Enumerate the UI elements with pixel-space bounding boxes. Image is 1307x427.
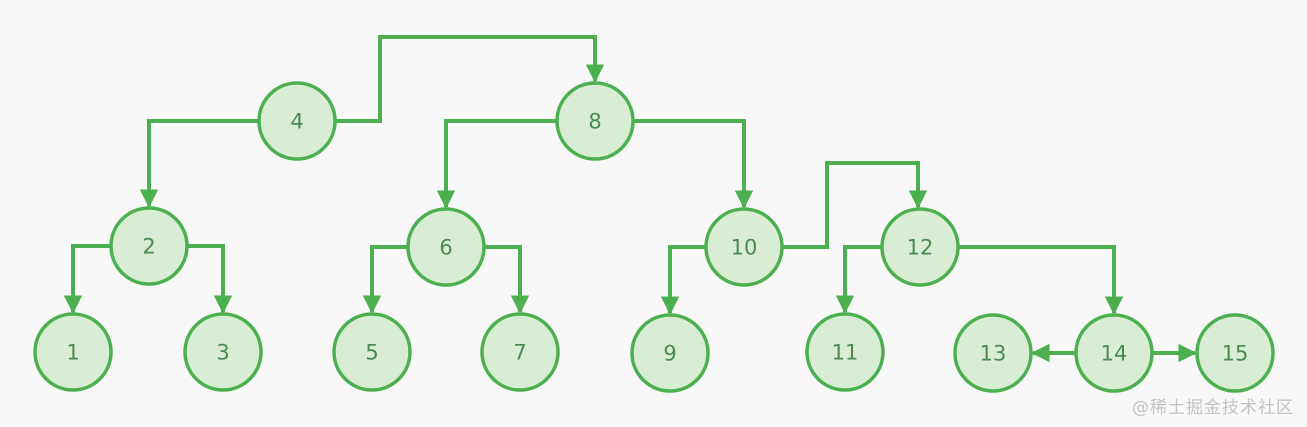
tree-node-circle — [953, 313, 1033, 393]
edge-2-3 — [187, 244, 233, 314]
tree-node-11: 11 — [805, 312, 885, 392]
edge-12-14 — [958, 245, 1124, 315]
tree-node-label: 11 — [832, 341, 859, 365]
edge-4-8 — [335, 35, 605, 123]
tree-node-label: 15 — [1222, 342, 1249, 366]
edge-6-5 — [362, 245, 408, 314]
tree-node-circle — [257, 81, 337, 161]
tree-node-2: 2 — [109, 206, 189, 286]
tree-node-circle — [805, 312, 885, 392]
tree-node-circle — [109, 206, 189, 286]
tree-node-circle — [406, 207, 486, 287]
tree-node-label: 5 — [365, 341, 378, 365]
tree-node-label: 3 — [216, 341, 229, 365]
tree-node-label: 10 — [731, 236, 758, 260]
tree-node-label: 1 — [66, 341, 79, 365]
tree-node-circle — [480, 312, 560, 392]
tree-node-14: 14 — [1074, 313, 1154, 393]
tree-node-9: 9 — [630, 313, 710, 393]
tree-node-circle — [1074, 313, 1154, 393]
tree-node-circle — [630, 313, 710, 393]
tree-node-circle — [183, 312, 263, 392]
edge-4-2 — [139, 119, 259, 208]
tree-node-label: 4 — [290, 110, 303, 134]
tree-node-label: 13 — [980, 342, 1007, 366]
tree-node-circle — [1195, 313, 1275, 393]
tree-node-circle — [555, 81, 635, 161]
tree-node-8: 8 — [555, 81, 635, 161]
tree-node-15: 15 — [1195, 313, 1275, 393]
tree-node-12: 12 — [880, 207, 960, 287]
tree-node-label: 8 — [588, 110, 601, 134]
tree-node-label: 6 — [439, 236, 452, 260]
edge-10-12 — [782, 161, 928, 249]
tree-node-label: 7 — [513, 341, 526, 365]
tree-node-label: 9 — [663, 342, 676, 366]
tree-node-5: 5 — [332, 312, 412, 392]
edge-8-6 — [436, 119, 557, 209]
tree-node-6: 6 — [406, 207, 486, 287]
tree-node-circle — [704, 207, 784, 287]
tree-node-circle — [332, 312, 412, 392]
tree-node-13: 13 — [953, 313, 1033, 393]
tree-node-7: 7 — [480, 312, 560, 392]
tree-node-circle — [880, 207, 960, 287]
tree-node-circle — [33, 312, 113, 392]
edge-12-11 — [835, 245, 882, 314]
tree-node-label: 12 — [907, 236, 934, 260]
tree-node-10: 10 — [704, 207, 784, 287]
edge-2-1 — [63, 244, 111, 314]
edge-8-10 — [633, 119, 754, 209]
tree-node-1: 1 — [33, 312, 113, 392]
tree-node-label: 14 — [1101, 342, 1128, 366]
edge-6-7 — [484, 245, 530, 314]
edge-10-9 — [660, 245, 706, 315]
watermark: @稀土掘金技术社区 — [1132, 398, 1294, 418]
tree-node-4: 4 — [257, 81, 337, 161]
tree-node-label: 2 — [142, 235, 155, 259]
tree-node-3: 3 — [183, 312, 263, 392]
